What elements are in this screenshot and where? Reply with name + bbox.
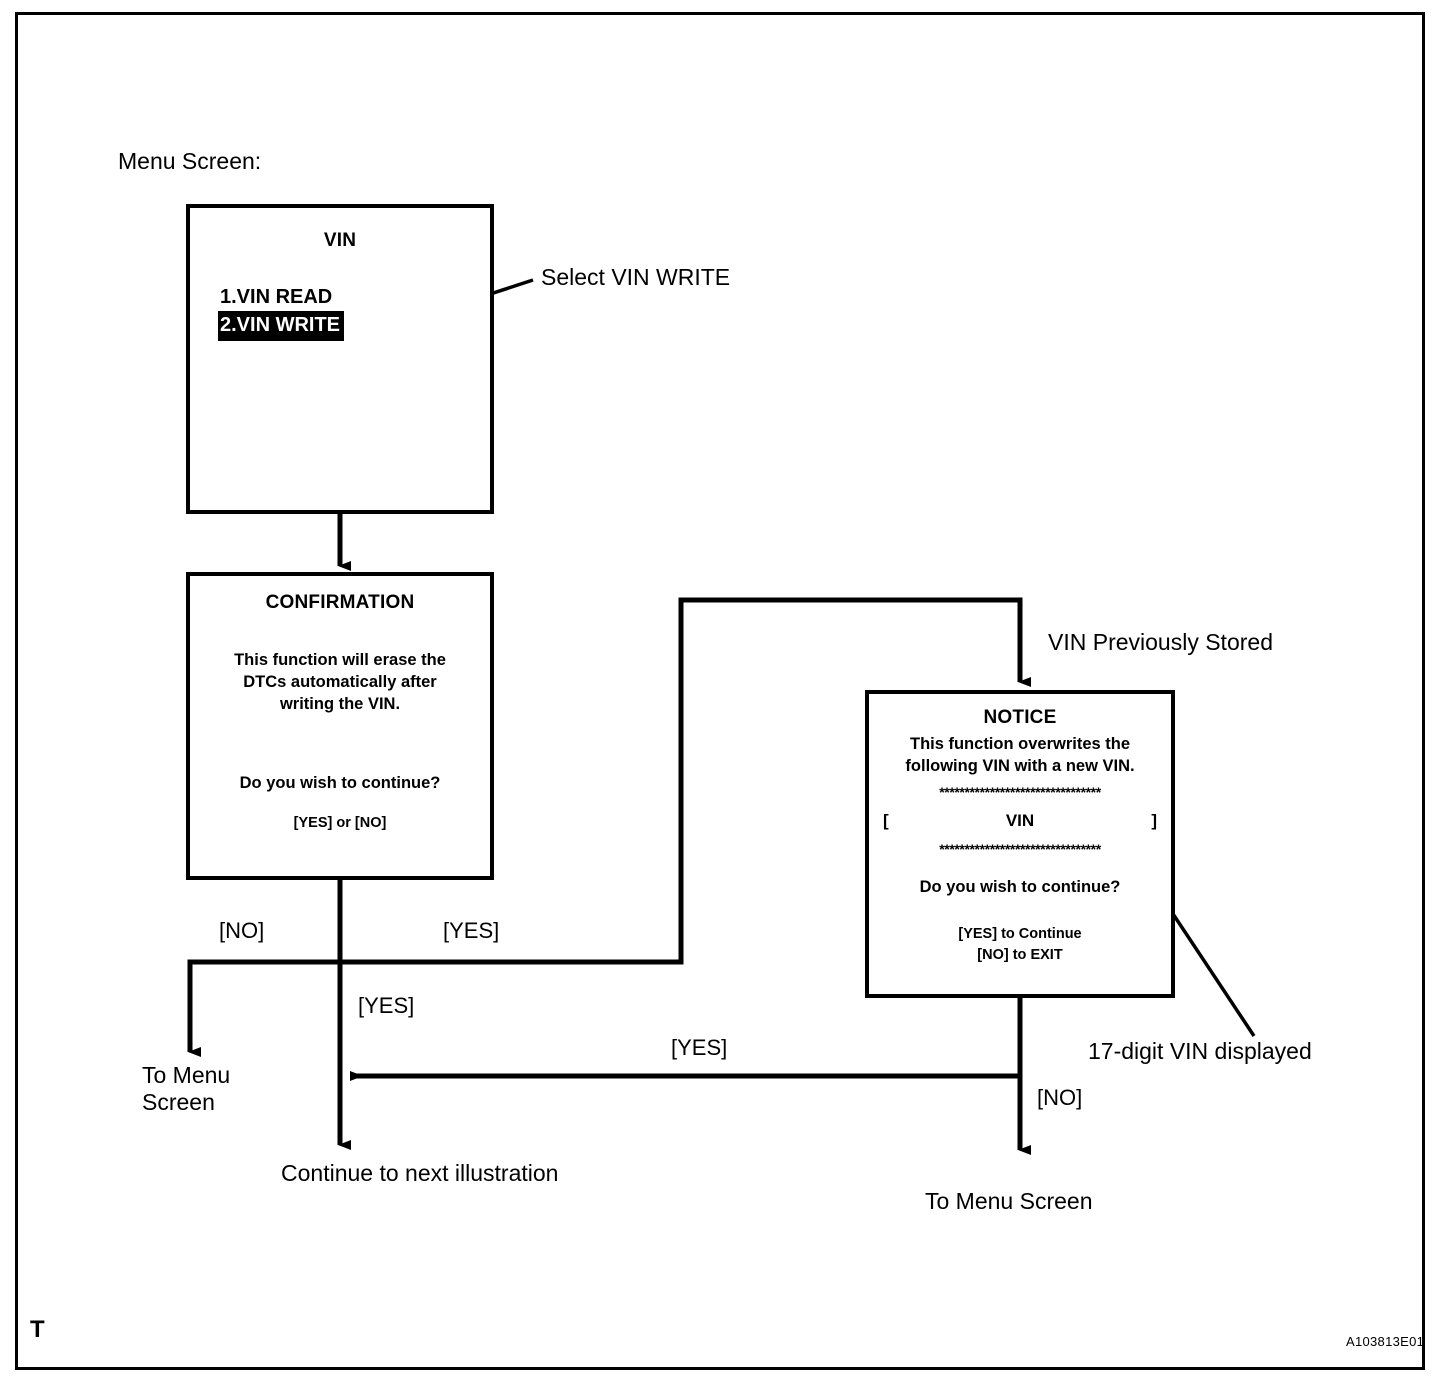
confirmation-title: CONFIRMATION bbox=[265, 592, 415, 613]
notice-vin-close-bracket: ] bbox=[1151, 810, 1157, 830]
notice-title: NOTICE bbox=[983, 707, 1057, 728]
menu-item-vin-read-row[interactable]: 1.VIN READ bbox=[218, 284, 490, 311]
terminal-continue-next-illustration: Continue to next illustration bbox=[281, 1160, 559, 1186]
terminal-to-menu-screen-right: To Menu Screen bbox=[925, 1188, 1093, 1214]
screen-vin-menu: VIN 1.VIN READ 2.VIN WRITE bbox=[186, 204, 494, 514]
corner-mark: T bbox=[30, 1316, 45, 1343]
screen-confirmation: CONFIRMATION This function will erase th… bbox=[186, 572, 494, 880]
confirmation-body-line-3: writing the VIN. bbox=[279, 694, 401, 713]
terminal-left-line-1: To Menu bbox=[142, 1062, 231, 1088]
notice-separator-top: ******************************** bbox=[939, 783, 1101, 800]
notice-option-yes: [YES] to Continue bbox=[958, 926, 1082, 943]
terminal-left-line-2: Screen bbox=[142, 1089, 215, 1116]
confirmation-body-line-1: This function will erase the bbox=[234, 651, 446, 669]
menu-item-vin-write-selected[interactable]: 2.VIN WRITE bbox=[218, 311, 345, 341]
flow-label-confirmation-yes-down: [YES] bbox=[358, 993, 415, 1018]
notice-vin-open-bracket: [ bbox=[883, 810, 889, 830]
figure-border bbox=[15, 12, 1425, 1370]
notice-question: Do you wish to continue? bbox=[919, 877, 1121, 896]
vin-screen-title: VIN bbox=[323, 230, 357, 251]
callout-vin-previously-stored: VIN Previously Stored bbox=[1048, 629, 1273, 655]
confirmation-body-line-2: DTCs automatically after bbox=[243, 672, 437, 691]
page-title: Menu Screen: bbox=[118, 148, 262, 174]
terminal-to-menu-screen-left: To Menu Screen bbox=[142, 1062, 230, 1116]
screen-notice: NOTICE This function overwrites the foll… bbox=[865, 690, 1175, 998]
flow-label-confirmation-yes-right: [YES] bbox=[443, 918, 500, 943]
menu-item-vin-read[interactable]: 1.VIN READ bbox=[220, 286, 333, 308]
figure-id-code: A103813E01 bbox=[1346, 1334, 1425, 1349]
flow-label-notice-yes: [YES] bbox=[671, 1035, 728, 1060]
notice-separator-bottom: ******************************** bbox=[939, 840, 1101, 857]
notice-body-line-1: This function overwrites the bbox=[909, 735, 1131, 753]
flow-label-confirmation-no: [NO] bbox=[219, 918, 265, 943]
notice-body-line-2: following VIN with a new VIN. bbox=[905, 756, 1135, 775]
callout-17-digit-vin: 17-digit VIN displayed bbox=[1088, 1038, 1312, 1064]
menu-item-vin-write-row[interactable]: 2.VIN WRITE bbox=[218, 311, 490, 341]
notice-vin-value: VIN bbox=[1005, 810, 1035, 830]
flow-label-notice-no: [NO] bbox=[1037, 1085, 1083, 1110]
confirmation-options: [YES] or [NO] bbox=[293, 815, 387, 832]
notice-option-no: [NO] to EXIT bbox=[977, 947, 1063, 964]
confirmation-question: Do you wish to continue? bbox=[239, 774, 441, 793]
callout-select-vin-write: Select VIN WRITE bbox=[541, 264, 731, 290]
